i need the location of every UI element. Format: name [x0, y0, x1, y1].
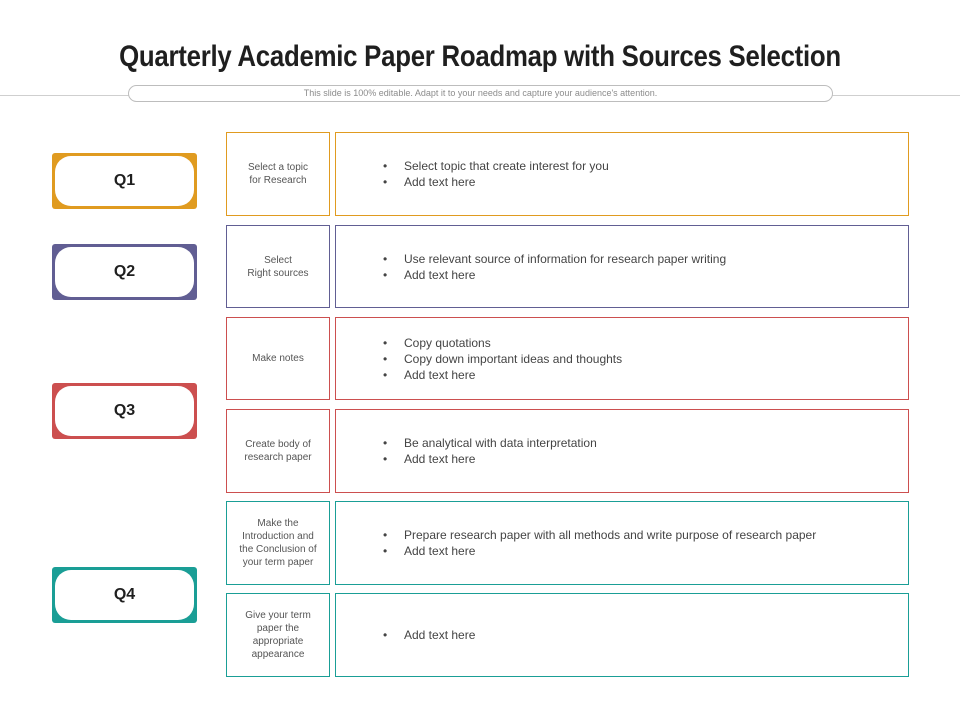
quarter-label-text: Q2 — [55, 247, 194, 297]
step-text: Give your term paper the appropriate app… — [245, 610, 311, 660]
quarter-label-text: Q3 — [55, 386, 194, 436]
bullet-item: Be analytical with data interpretation — [383, 435, 597, 451]
detail-box-2[interactable]: Use relevant source of information for r… — [335, 225, 909, 308]
slide-subtitle: This slide is 100% editable. Adapt it to… — [128, 85, 833, 102]
step-text: Select a topic for Research — [247, 162, 309, 186]
bullet-list: Prepare research paper with all methods … — [383, 527, 816, 559]
step-text: Make notes — [252, 353, 304, 364]
step-box-6[interactable]: Give your term paper the appropriate app… — [226, 593, 330, 677]
bullet-item: Add text here — [383, 627, 475, 643]
bullet-item: Add text here — [383, 451, 597, 467]
quarter-label-q2[interactable]: Q2 — [52, 244, 197, 300]
bullet-item: Add text here — [383, 267, 726, 283]
quarter-label-q1[interactable]: Q1 — [52, 153, 197, 209]
bullet-item: Copy down important ideas and thoughts — [383, 351, 622, 367]
step-text: Create body of research paper — [244, 439, 312, 463]
bullet-list: Select topic that create interest for yo… — [383, 158, 609, 190]
bullet-item: Use relevant source of information for r… — [383, 251, 726, 267]
bullet-item: Copy quotations — [383, 335, 622, 351]
step-box-2[interactable]: Select Right sources — [226, 225, 330, 308]
bullet-list: Copy quotations Copy down important idea… — [383, 335, 622, 383]
step-text: Select Right sources — [247, 254, 309, 279]
step-box-4[interactable]: Create body of research paper — [226, 409, 330, 493]
bullet-item: Prepare research paper with all methods … — [383, 527, 816, 543]
bullet-item: Add text here — [383, 367, 622, 383]
step-box-3[interactable]: Make notes — [226, 317, 330, 400]
quarter-label-q4[interactable]: Q4 — [52, 567, 197, 623]
bullet-list: Use relevant source of information for r… — [383, 251, 726, 283]
detail-box-1[interactable]: Select topic that create interest for yo… — [335, 132, 909, 216]
bullet-list: Add text here — [383, 627, 475, 643]
detail-box-6[interactable]: Add text here — [335, 593, 909, 677]
detail-box-3[interactable]: Copy quotations Copy down important idea… — [335, 317, 909, 400]
detail-box-5[interactable]: Prepare research paper with all methods … — [335, 501, 909, 585]
step-box-1[interactable]: Select a topic for Research — [226, 132, 330, 216]
bullet-list: Be analytical with data interpretation A… — [383, 435, 597, 467]
bullet-item: Select topic that create interest for yo… — [383, 158, 609, 174]
quarter-label-q3[interactable]: Q3 — [52, 383, 197, 439]
bullet-item: Add text here — [383, 543, 816, 559]
quarter-label-text: Q4 — [55, 570, 194, 620]
bullet-item: Add text here — [383, 174, 609, 190]
step-box-5[interactable]: Make the Introduction and the Conclusion… — [226, 501, 330, 585]
slide-title: Quarterly Academic Paper Roadmap with So… — [119, 40, 841, 73]
step-text: Make the Introduction and the Conclusion… — [239, 518, 317, 568]
quarter-label-text: Q1 — [55, 156, 194, 206]
detail-box-4[interactable]: Be analytical with data interpretation A… — [335, 409, 909, 493]
